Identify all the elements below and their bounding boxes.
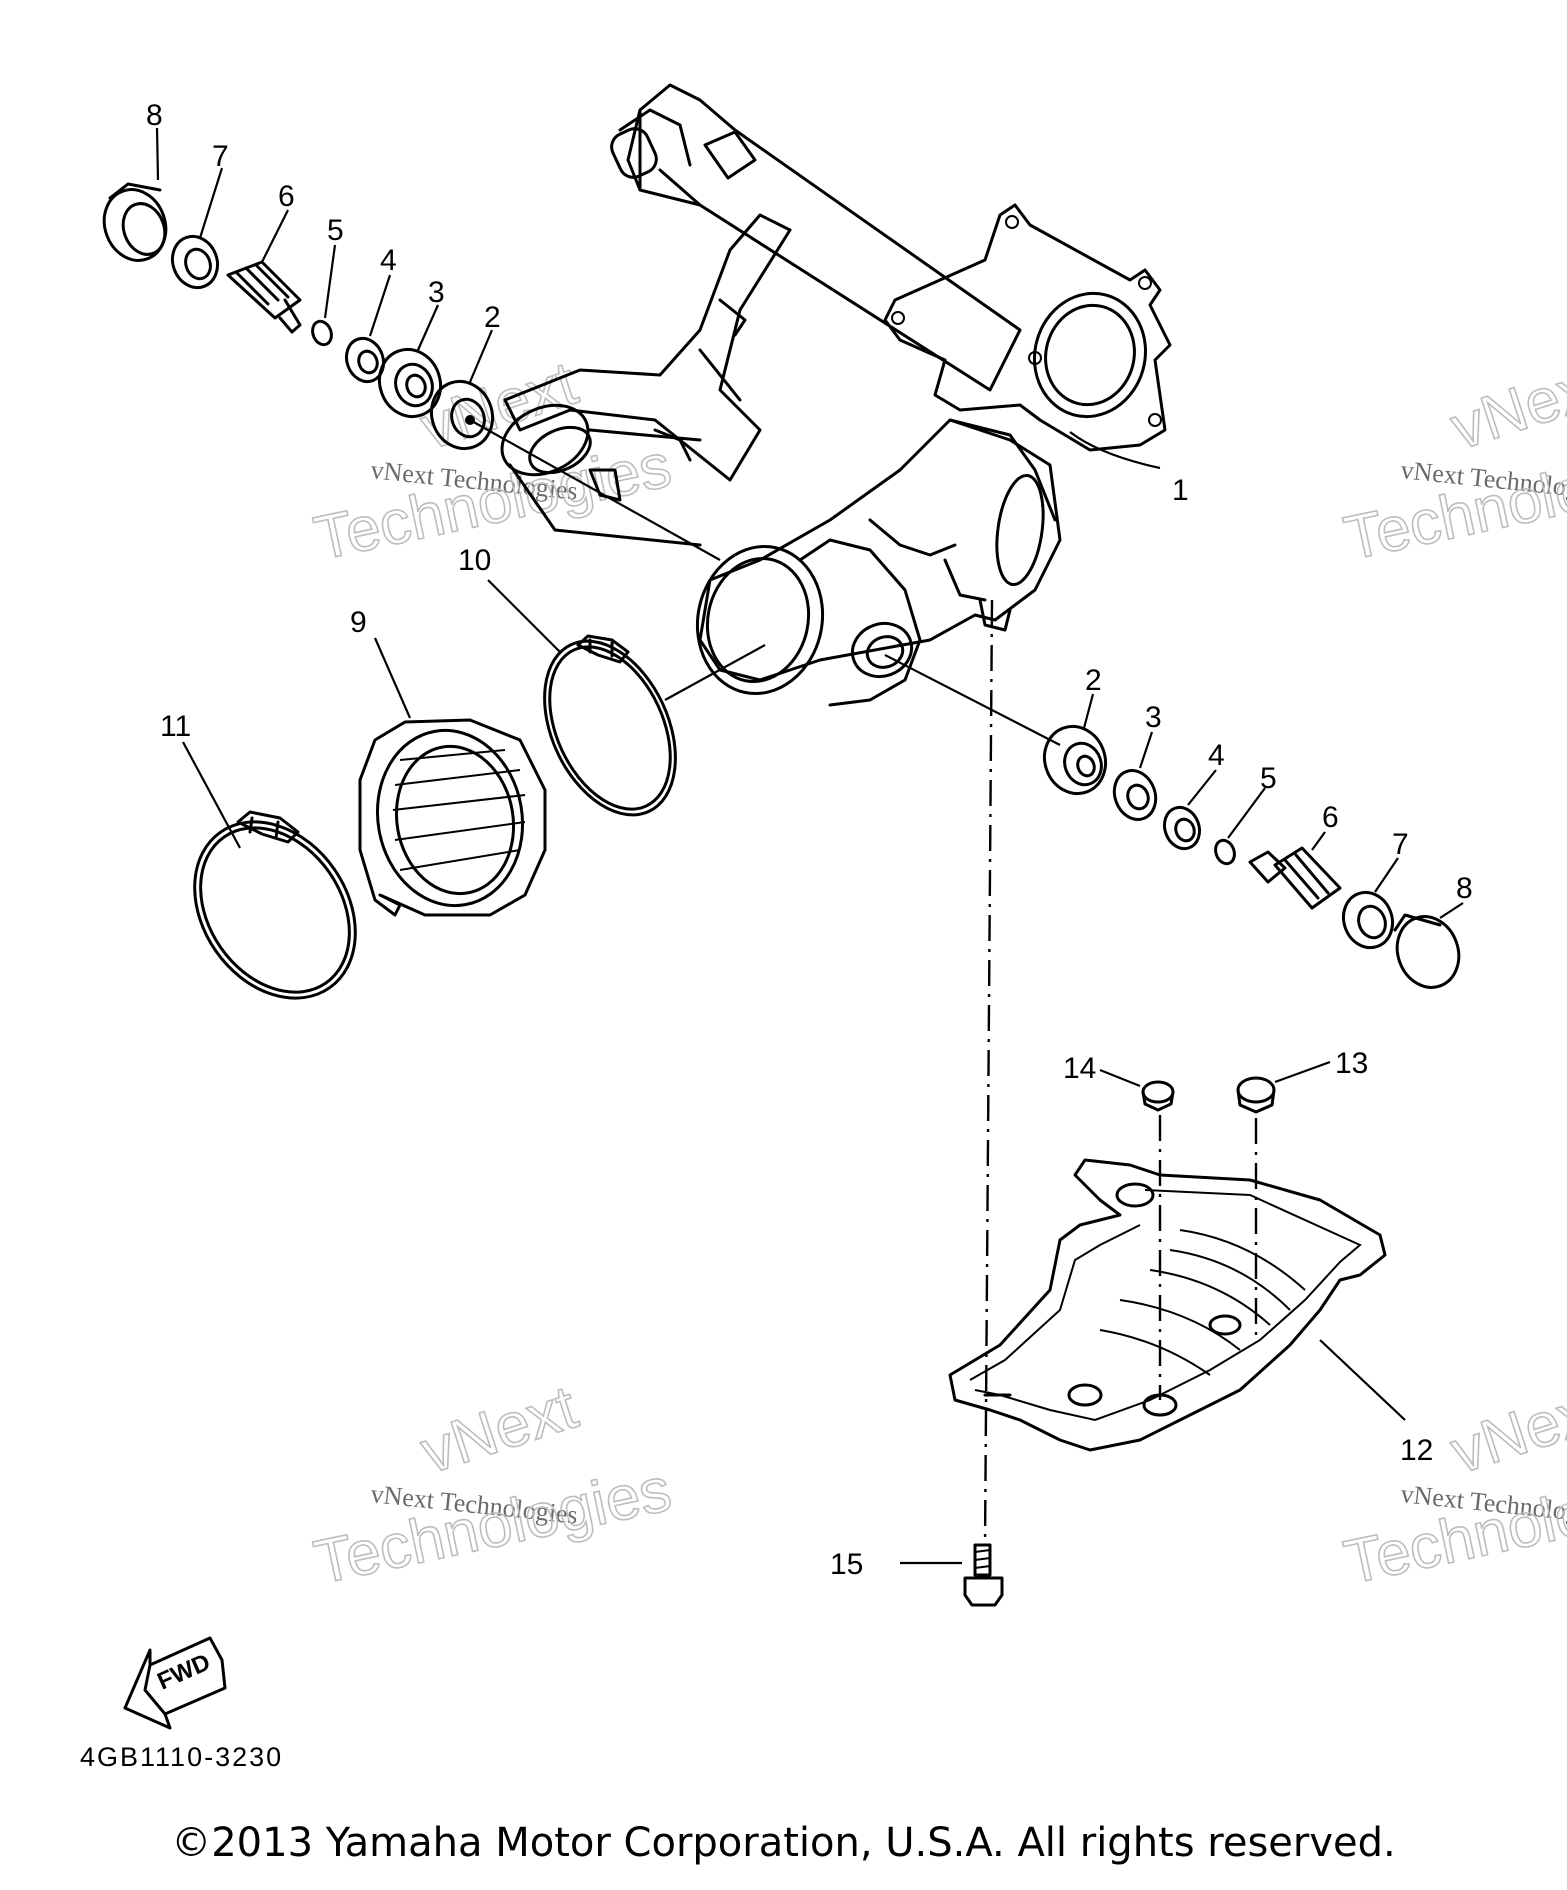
- watermark-word-technologies-2: Technologies: [1339, 431, 1567, 574]
- label-part-9: 9: [350, 606, 367, 639]
- dashed-line-15: [983, 599, 994, 1546]
- leader-upper-stack: [469, 419, 721, 561]
- diagram-code: 4GB1110-3230: [80, 1742, 284, 1772]
- oring-5-lower: [1214, 838, 1236, 866]
- label-part-7-upper: 7: [212, 140, 229, 173]
- copyright-notice: ©2013 Yamaha Motor Corporation, U.S.A. A…: [171, 1820, 1396, 1866]
- seal-3-lower: [1112, 769, 1158, 821]
- oring-5-upper: [311, 319, 333, 347]
- watermark-word-vnext-3: vNext: [413, 1373, 585, 1488]
- swingarm-drawing: [500, 83, 1172, 707]
- label-part-2-lower: 2: [1085, 664, 1102, 697]
- bearing-2-lower: [1043, 724, 1107, 796]
- shaft-6-upper: [226, 260, 302, 334]
- bolt-15: [963, 1543, 1004, 1607]
- label-part-8-lower: 8: [1456, 872, 1473, 905]
- washer-4-lower: [1162, 805, 1202, 851]
- clamp-11: [193, 810, 357, 1000]
- leader-lower-stack: [884, 654, 1061, 746]
- shaft-6-lower: [1248, 846, 1342, 910]
- cap-8-lower: [1393, 913, 1461, 989]
- lower-bearing-stack: [884, 654, 1461, 989]
- label-part-12: 12: [1400, 1434, 1433, 1467]
- watermark-word-technologies-4: Technologies: [1339, 1455, 1567, 1598]
- washer-4-upper: [344, 336, 386, 384]
- grommet-13: [1236, 1076, 1276, 1114]
- label-part-2-upper: 2: [484, 301, 501, 334]
- nut-7-upper: [170, 234, 220, 290]
- seal-3-upper: [378, 347, 442, 419]
- label-part-11: 11: [160, 710, 191, 743]
- label-part-6-upper: 6: [278, 180, 295, 213]
- label-part-10: 10: [458, 544, 491, 577]
- leader-lines: [155, 127, 1464, 1565]
- label-part-13: 13: [1335, 1047, 1368, 1080]
- label-part-8-upper: 8: [146, 99, 163, 132]
- grommet-14: [1141, 1080, 1175, 1112]
- label-part-5-upper: 5: [327, 214, 344, 247]
- label-part-7-lower: 7: [1392, 828, 1409, 861]
- label-part-5-lower: 5: [1260, 762, 1277, 795]
- label-part-4-lower: 4: [1208, 739, 1225, 772]
- watermark-word-technologies-3: Technologies: [309, 1455, 677, 1598]
- nut-7-lower: [1341, 890, 1395, 950]
- label-part-3-lower: 3: [1145, 701, 1162, 734]
- label-part-1: 1: [1172, 474, 1189, 507]
- part-labels: 8 7 6 5 4 3 2 1 9 10 11 2 3 4 5 6 7 8 14…: [146, 99, 1473, 1581]
- upper-bearing-stack: [102, 182, 721, 561]
- forward-direction-arrow: FWD: [123, 1636, 227, 1730]
- label-part-3-upper: 3: [428, 276, 445, 309]
- leader-clamp-10: [664, 644, 766, 701]
- label-part-6-lower: 6: [1322, 801, 1339, 834]
- clamp-10: [543, 634, 677, 817]
- watermark-word-technologies-1: Technologies: [309, 431, 677, 574]
- label-part-4-upper: 4: [380, 244, 397, 277]
- guard-12: [948, 1158, 1387, 1452]
- watermark-word-vnext-4: vNext: [1443, 1373, 1567, 1488]
- cap-8-upper: [102, 182, 168, 262]
- watermark-group: vNext Technologies vNext Technologies vN…: [308, 348, 1567, 1599]
- watermark-word-vnext-2: vNext: [1443, 349, 1567, 464]
- boot-9: [358, 718, 547, 917]
- forward-label: FWD: [153, 1649, 214, 1696]
- label-part-15: 15: [830, 1548, 863, 1581]
- label-part-14: 14: [1063, 1052, 1096, 1085]
